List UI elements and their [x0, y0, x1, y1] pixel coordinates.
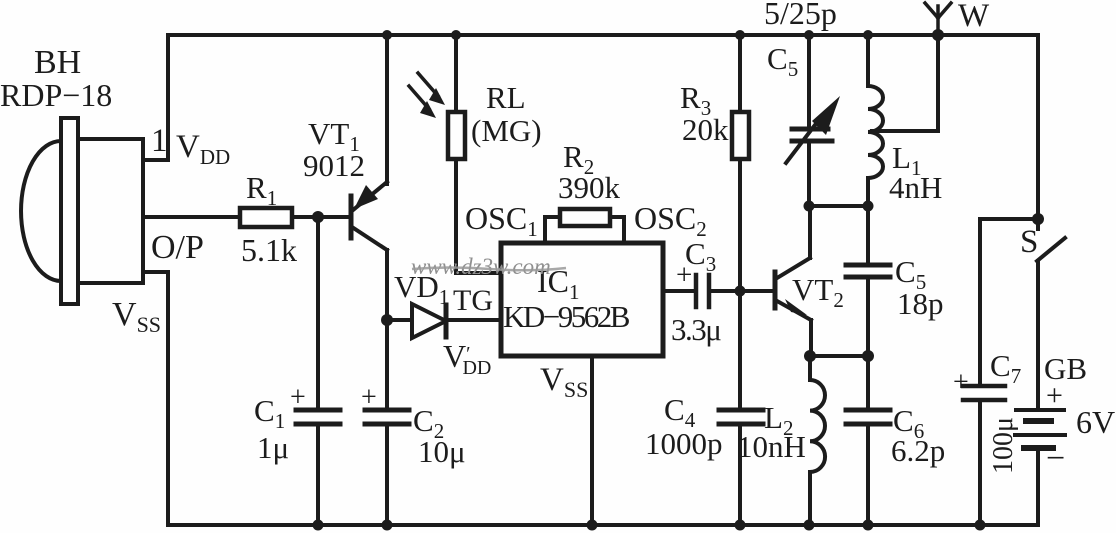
svg-text:C7: C7 [990, 348, 1021, 388]
svg-text:VSS: VSS [540, 362, 588, 402]
svg-text:RDP−18: RDP−18 [0, 77, 112, 113]
svg-text:10μ: 10μ [418, 434, 466, 469]
svg-text:4nH: 4nH [889, 170, 942, 205]
svg-text:R1: R1 [246, 170, 277, 210]
svg-text:VSS: VSS [112, 296, 161, 337]
svg-text:−: − [1046, 440, 1065, 477]
svg-text:10nH: 10nH [737, 429, 806, 464]
svg-text:+: + [1046, 379, 1063, 412]
svg-text:+: + [676, 259, 692, 291]
svg-text:18p: 18p [897, 286, 944, 321]
svg-text:GB: GB [1044, 351, 1087, 386]
svg-text:1: 1 [151, 123, 168, 159]
svg-text:1μ: 1μ [257, 430, 289, 465]
svg-text:6V: 6V [1076, 404, 1115, 440]
svg-text:C3: C3 [685, 236, 716, 276]
svg-text:+: + [361, 382, 377, 413]
svg-text:C5: C5 [767, 41, 798, 81]
svg-text:1000p: 1000p [645, 426, 723, 461]
svg-text:S: S [1020, 224, 1038, 260]
svg-text:TG: TG [453, 284, 493, 317]
svg-text:OSC2: OSC2 [634, 200, 707, 241]
svg-text:+: + [290, 382, 306, 413]
svg-text:W: W [958, 0, 990, 34]
svg-text:390k: 390k [558, 170, 621, 205]
svg-text:3.3μ: 3.3μ [671, 312, 721, 347]
svg-text:V′DD: V′DD [443, 338, 491, 379]
svg-text:+: + [953, 367, 969, 398]
svg-text:KD−9562B: KD−9562B [503, 299, 630, 334]
svg-text:www.dz3w.com: www.dz3w.com [411, 254, 551, 279]
svg-text:BH: BH [34, 44, 81, 81]
svg-text:VT2: VT2 [792, 272, 844, 312]
svg-text:C1: C1 [254, 393, 285, 433]
svg-text:RL: RL [486, 80, 526, 115]
svg-text:O/P: O/P [151, 229, 204, 266]
svg-text:100μ: 100μ [988, 417, 1019, 474]
svg-text:OSC1: OSC1 [465, 200, 538, 241]
svg-text:6.2p: 6.2p [891, 433, 945, 468]
svg-text:5/25p: 5/25p [764, 0, 837, 31]
svg-text:9012: 9012 [303, 148, 365, 183]
svg-text:20k: 20k [682, 112, 729, 147]
svg-text:(MG): (MG) [471, 113, 542, 148]
svg-text:5.1k: 5.1k [241, 232, 297, 268]
svg-text:VDD: VDD [176, 129, 230, 169]
